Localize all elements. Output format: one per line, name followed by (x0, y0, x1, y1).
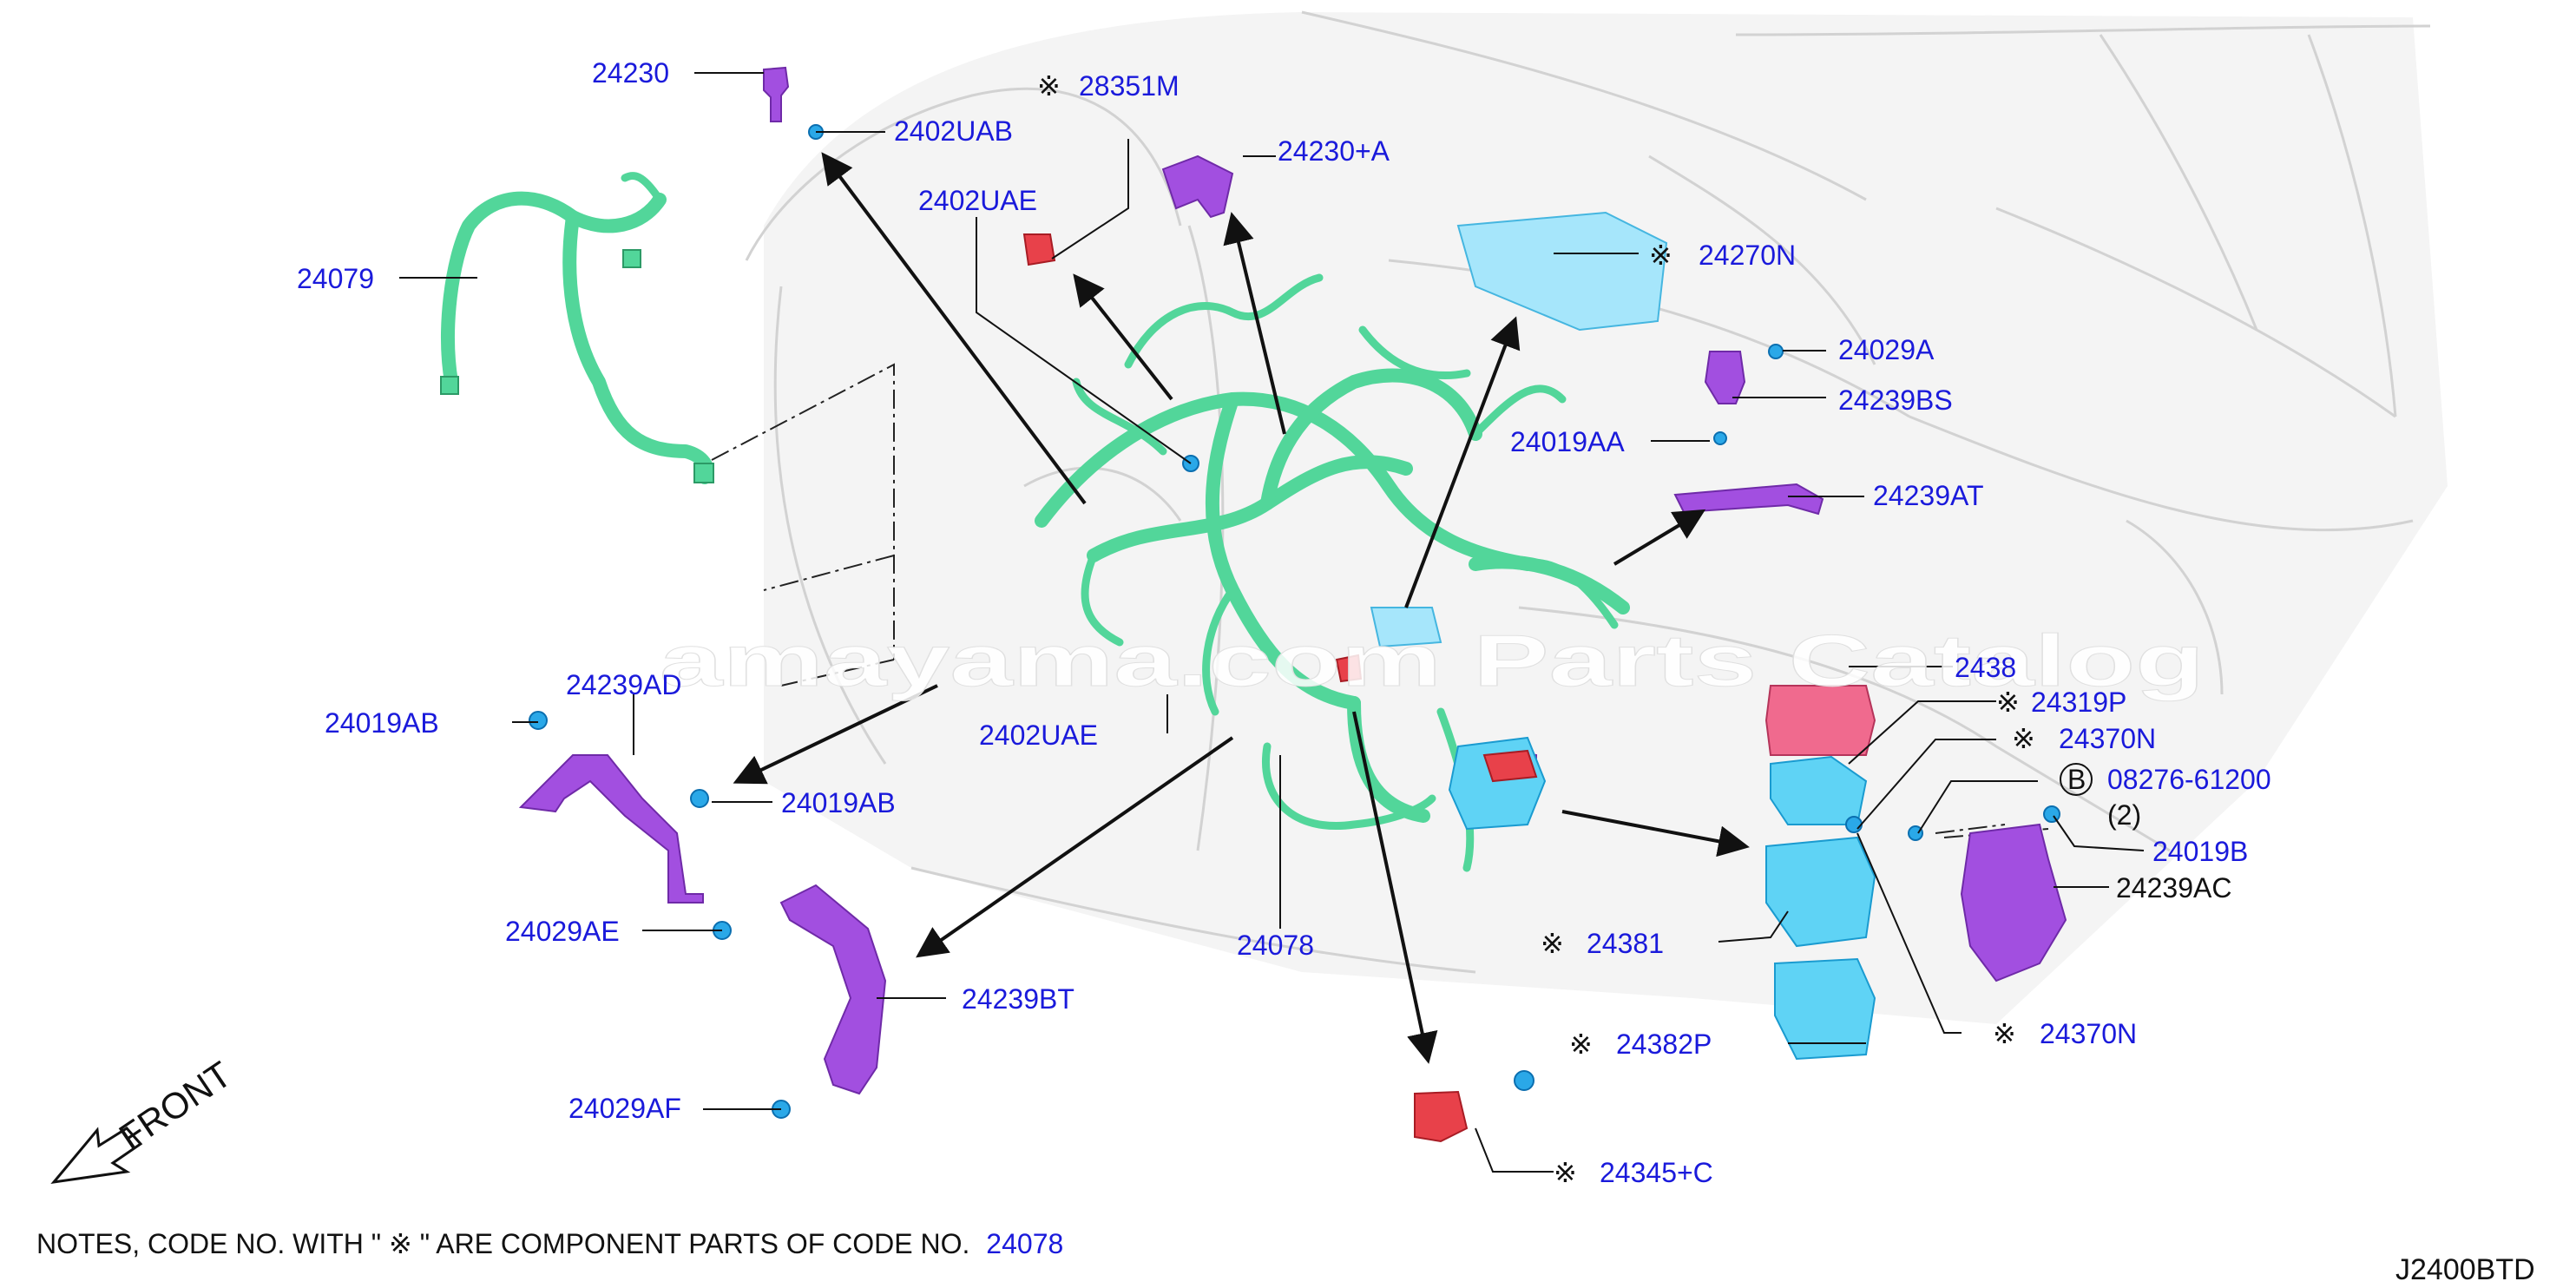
bracket-24230A (1161, 154, 1234, 219)
front-indicator: FRONT (50, 1054, 239, 1185)
callout-28351M-group[interactable]: ※ 28351M (1037, 70, 1180, 102)
drawing-id: J2400BTD (2395, 1253, 2535, 1286)
component-mark: ※ (1996, 687, 2020, 718)
bracket-24239AC (1960, 823, 2067, 982)
component-mark: ※ (1569, 1028, 1593, 1060)
callout-24345C[interactable]: 24345+C (1600, 1157, 1713, 1188)
cover-24382P (1774, 957, 1876, 1061)
callout-24370N-top[interactable]: 24370N (2059, 723, 2156, 754)
component-mark: ※ (2012, 723, 2035, 754)
callout-24029A[interactable]: 24029A (1838, 334, 1935, 365)
relay-24345C (1414, 1090, 1469, 1143)
relays (1022, 233, 1538, 1143)
reference-lines (711, 363, 2049, 838)
callout-24270N-group[interactable]: ※ 24270N (1649, 240, 1796, 271)
callout-24239AT[interactable]: 24239AT (1873, 480, 1984, 511)
boxes (1370, 211, 1876, 1061)
relay-center (1335, 654, 1363, 683)
callout-24230A[interactable]: 24230+A (1278, 135, 1390, 167)
callout-24381-group[interactable]: ※ 24381 (1541, 928, 1664, 959)
callout-24319P[interactable]: 24319P (2031, 687, 2126, 718)
harness-24079 (440, 172, 714, 484)
callout-24319P-group[interactable]: ※ 24319P (1996, 687, 2126, 718)
callout-24019B[interactable]: 24019B (2152, 836, 2248, 867)
callout-24381[interactable]: 24381 (1587, 928, 1664, 959)
fuse-block-24381 (1765, 836, 1876, 948)
callout-24345C-group[interactable]: ※ 24345+C (1554, 1157, 1713, 1188)
notes-text: NOTES, CODE NO. WITH " ※ " ARE COMPONENT… (36, 1228, 1063, 1259)
component-mark: ※ (1037, 70, 1061, 102)
callout-24239BS[interactable]: 24239BS (1838, 384, 1953, 416)
callout-2402UAB[interactable]: 2402UAB (894, 115, 1013, 147)
callout-24019AB-left[interactable]: 24019AB (325, 707, 439, 739)
callout-24370N-bottom-group[interactable]: ※ 24370N (1993, 1018, 2137, 1049)
callout-24239AC[interactable]: 24239AC (2116, 872, 2231, 904)
block-24382U (1764, 685, 1876, 756)
callout-08276-group[interactable]: B 08276-61200 (2060, 763, 2271, 796)
callout-08276-61200[interactable]: 08276-61200 (2107, 764, 2271, 795)
bracket-24239BT (779, 884, 887, 1095)
front-arrow-icon (50, 1127, 143, 1185)
quantity-2: (2) (2107, 799, 2141, 831)
block-center (1448, 736, 1547, 831)
callout-28351M[interactable]: 28351M (1079, 70, 1180, 102)
leader-lines (399, 72, 2145, 1173)
front-label: FRONT (112, 1054, 239, 1158)
callout-24382P-group[interactable]: ※ 24382P (1569, 1028, 1712, 1060)
module-24270N (1456, 211, 1668, 332)
watermark: amayama.com Parts Catalog (660, 620, 2205, 701)
callout-24078[interactable]: 24078 (1237, 930, 1314, 961)
bracket-24230 (763, 66, 790, 122)
callout-2438[interactable]: 2438 (1955, 652, 2016, 683)
relay-28351M (1022, 233, 1056, 266)
callout-24019AB-right[interactable]: 24019AB (781, 787, 896, 818)
callout-24079[interactable]: 24079 (297, 263, 374, 294)
bracket-24239AD (518, 754, 704, 904)
notes-prefix: NOTES, CODE NO. WITH " ※ " ARE COMPONENT… (36, 1228, 969, 1259)
callout-24230[interactable]: 24230 (592, 57, 669, 89)
relay-right (1482, 749, 1538, 783)
bracket-24239BS (1704, 351, 1746, 404)
callout-24370N-top-group[interactable]: ※ 24370N (2012, 723, 2156, 754)
component-mark: ※ (1993, 1018, 2016, 1049)
callout-2402UAE-top[interactable]: 2402UAE (918, 185, 1037, 216)
main-harness-24078 (1035, 273, 1630, 872)
callout-24019AA[interactable]: 24019AA (1510, 426, 1625, 457)
callout-24029AF[interactable]: 24029AF (568, 1093, 681, 1124)
component-mark: ※ (1649, 240, 1672, 271)
callout-labels: 24230 2402UAB ※ 28351M 24230+A 2402UAE 2… (297, 57, 2271, 1188)
notes-code[interactable]: 24078 (986, 1228, 1063, 1259)
block-center-light (1370, 607, 1442, 648)
callout-24270N[interactable]: 24270N (1699, 240, 1796, 271)
assembly-arrows (733, 152, 1750, 1064)
circle-letter: B (2067, 764, 2086, 795)
circle-letter-badge (2060, 763, 2093, 796)
callout-24239BT[interactable]: 24239BT (962, 983, 1074, 1015)
callout-24370N-bottom[interactable]: 24370N (2040, 1018, 2137, 1049)
callout-24239AD[interactable]: 24239AD (566, 669, 681, 700)
callout-24029AE[interactable]: 24029AE (505, 916, 620, 947)
component-mark: ※ (1554, 1157, 1577, 1188)
callout-2402UAE-mid[interactable]: 2402UAE (979, 720, 1098, 751)
callout-24382P[interactable]: 24382P (1616, 1028, 1712, 1060)
component-mark: ※ (1541, 928, 1564, 959)
